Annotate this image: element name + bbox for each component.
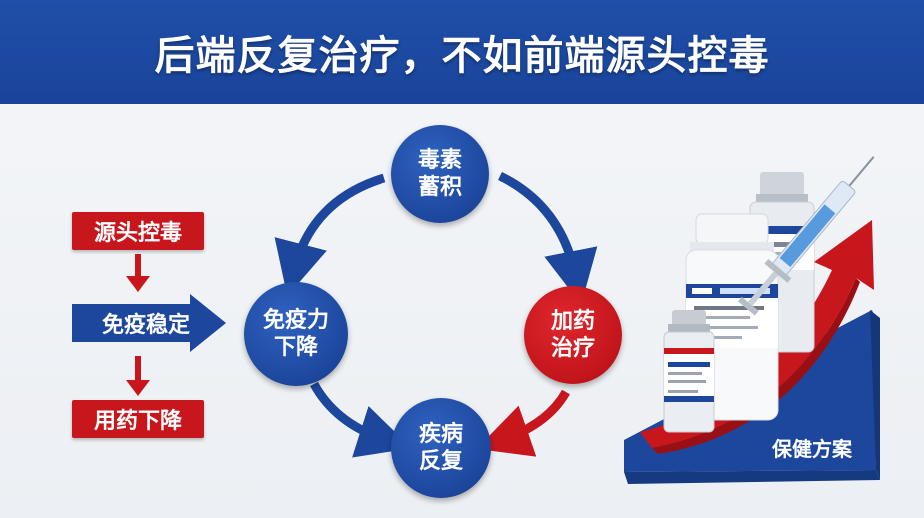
node-medicine-line2: 治疗 [550, 336, 595, 361]
immune-arrow-shape [72, 294, 226, 352]
flow-arrow-down-2 [126, 356, 150, 396]
node-immunity-line2: 下降 [273, 335, 318, 360]
node-medicine-line1: 加药 [550, 308, 595, 334]
source-control-tag: 源头控毒 [72, 212, 204, 250]
arrow-right-to-bottom [476, 389, 570, 457]
health-plan-label: 保健方案 [772, 437, 852, 461]
page-title: 后端反复治疗，不如前端源头控毒 [154, 33, 770, 79]
syringe [737, 156, 875, 316]
vial-small [663, 310, 715, 433]
title-banner: 后端反复治疗，不如前端源头控毒 [0, 0, 924, 104]
node-toxin-line2: 蓄积 [417, 175, 462, 200]
arrow-top-to-left [274, 173, 386, 297]
node-disease-line2: 反复 [418, 449, 463, 474]
drug-reduction-tag: 用药下降 [72, 400, 204, 438]
node-toxin-accumulation: 毒素蓄积 [391, 125, 489, 223]
immune-stable-label: 免疫稳定 [101, 313, 190, 338]
node-immunity-decline: 免疫力下降 [244, 282, 348, 386]
node-toxin-line1: 毒素 [417, 147, 462, 173]
node-immunity-line1: 免疫力 [262, 307, 329, 333]
health-plan-illustration [624, 156, 880, 484]
arrow-top-to-right [498, 171, 598, 305]
arrow-left-to-bottom [310, 381, 412, 458]
immune-stable-tag: 免疫稳定 [72, 294, 232, 352]
flow-arrow-down-1 [126, 254, 150, 292]
node-disease-line1: 疾病 [418, 421, 463, 447]
node-disease-recurrence: 疾病反复 [391, 398, 491, 498]
node-add-medicine: 加药治疗 [524, 286, 622, 384]
